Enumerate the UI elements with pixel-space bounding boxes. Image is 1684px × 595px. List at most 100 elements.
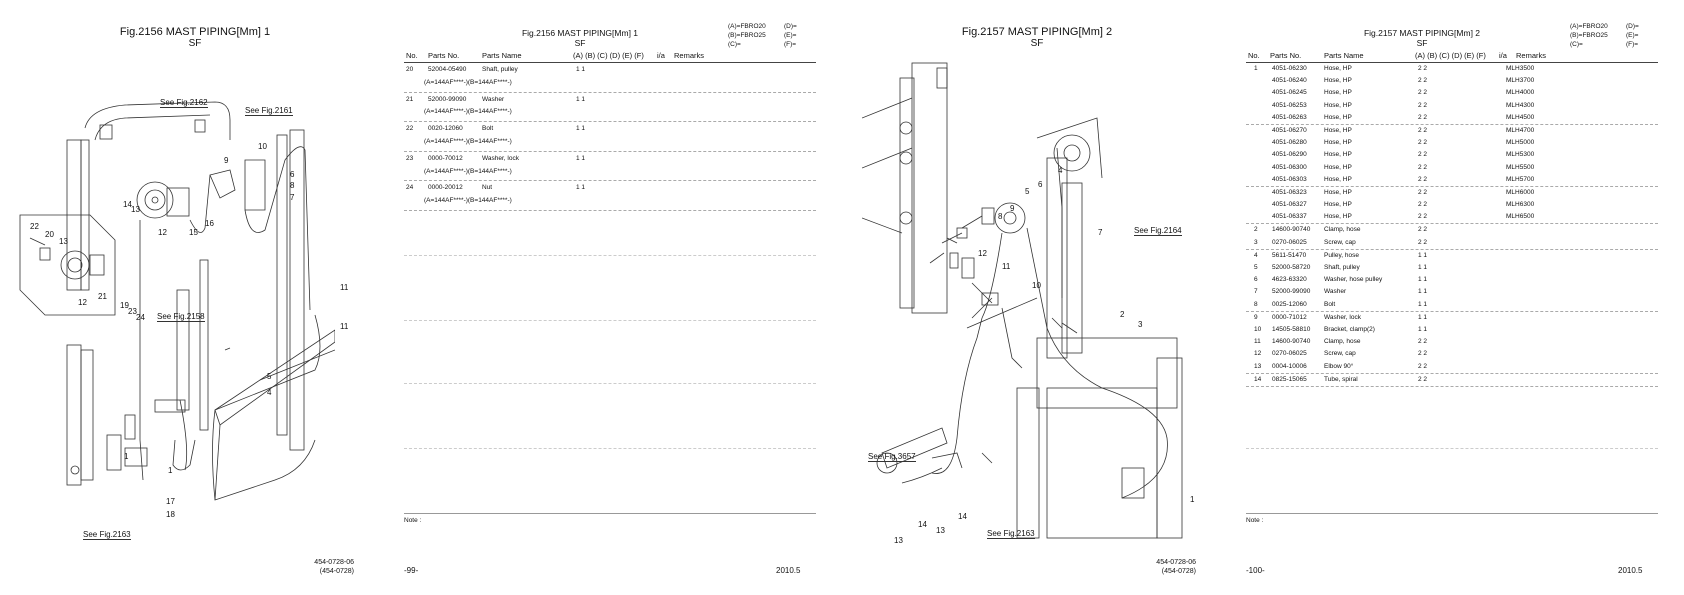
see-fig-2158[interactable]: See Fig.2158 <box>157 312 205 322</box>
figure-title: Fig.2157 MAST PIPING[Mm] 2 SF <box>902 26 1172 49</box>
page-number: -100- <box>1246 566 1265 575</box>
cell-qty: 2 2 <box>1418 188 1428 196</box>
callout-3: 3 <box>1138 320 1143 329</box>
legend-e: (E)= <box>784 32 797 39</box>
cell-no: 3 <box>1254 238 1258 246</box>
legend-c: (C)= <box>1570 41 1583 48</box>
callout-6: 6 <box>1038 180 1043 189</box>
callout-12b: 12 <box>78 298 87 307</box>
callout-23: 23 <box>128 307 137 316</box>
serial-range: (A=144AF****-)(B=144AF****-) <box>424 137 512 145</box>
col-no: No. <box>406 51 418 60</box>
cell-name: Pulley, hose <box>1324 251 1359 259</box>
mast-piping-1-drawing <box>19 101 335 501</box>
cell-qty: 2 2 <box>1418 201 1428 209</box>
parts-list-title-text: Fig.2156 MAST PIPING[Mm] 1 <box>521 28 639 38</box>
model-legend: (A)=FBRO20(D)= (B)=FBRO25(E)= (C)=(F)= <box>728 22 832 49</box>
serial-range: (A=144AF****-)(B=144AF****-) <box>424 167 512 175</box>
see-fig-2162[interactable]: See Fig.2162 <box>160 98 208 108</box>
cell-rem: MLH3700 <box>1506 77 1535 85</box>
cell-rem: MLH6500 <box>1506 213 1535 221</box>
cell-name: Hose, HP <box>1324 89 1352 97</box>
cell-pn: 0000-70012 <box>428 154 463 162</box>
cell-pn: 4051-06337 <box>1272 213 1307 221</box>
callout-14b: 14 <box>958 512 967 521</box>
cell-name: Washer, lock <box>482 154 519 162</box>
figure-title: Fig.2156 MAST PIPING[Mm] 1 SF <box>60 26 330 49</box>
serial-range-row: (A=144AF****-)(B=144AF****-) <box>404 168 816 182</box>
cell-rem: MLH5000 <box>1506 139 1535 147</box>
parts-table: No. Parts No. Parts Name (A) (B) (C) (D)… <box>1246 51 1658 387</box>
callout-12: 12 <box>978 249 987 258</box>
callout-8: 8 <box>998 212 1003 221</box>
callout-7: 7 <box>1098 228 1103 237</box>
callout-1: 1 <box>1190 495 1195 504</box>
callout-11: 11 <box>1002 262 1011 271</box>
callout-14: 14 <box>123 200 132 209</box>
document-number: 454-0728-06 (454-0728) <box>1132 558 1196 576</box>
cell-qty: 2 2 <box>1418 238 1428 246</box>
cell-pn: 0270-06025 <box>1272 350 1307 358</box>
col-parts-name: Parts Name <box>482 51 522 60</box>
callout-4: 4 <box>267 388 272 397</box>
cell-name: Clamp, hose <box>1324 226 1361 234</box>
cell-name: Hose, HP <box>1324 151 1352 159</box>
cell-name: Screw, cap <box>1324 238 1356 246</box>
see-fig-2163[interactable]: See Fig.2163 <box>987 529 1035 539</box>
see-fig-2164[interactable]: See Fig.2164 <box>1134 226 1182 236</box>
revision-date: 2010.5 <box>776 566 801 575</box>
cell-no: 5 <box>1254 264 1258 271</box>
legend-b: (B)=FBRO25 <box>728 32 766 39</box>
cell-qty: 2 2 <box>1418 89 1428 97</box>
cell-no: 14 <box>1254 375 1262 383</box>
cell-name: Shaft, pulley <box>482 66 518 73</box>
cell-qty: 1 1 <box>576 154 586 162</box>
parts-list-page-2156: Fig.2156 MAST PIPING[Mm] 1 SF (A)=FBRO20… <box>400 0 820 595</box>
see-fig-2161[interactable]: See Fig.2161 <box>245 106 293 116</box>
cell-qty: 1 1 <box>1418 300 1428 308</box>
cell-name: Hose, HP <box>1324 188 1352 196</box>
see-fig-2163[interactable]: See Fig.2163 <box>83 530 131 540</box>
cell-pn: 4051-06230 <box>1272 65 1307 72</box>
cell-pn: 0025-12060 <box>1272 300 1307 308</box>
cell-pn: 52000-99090 <box>1272 288 1311 296</box>
cell-pn: 4051-06253 <box>1272 101 1307 109</box>
cell-no: 20 <box>406 66 414 73</box>
see-fig-3657[interactable]: See Fig.3657 <box>868 452 916 462</box>
cell-no: 6 <box>1254 276 1258 284</box>
cell-qty: 1 1 <box>576 95 586 103</box>
cell-qty: 2 2 <box>1418 350 1428 358</box>
table-row: 23 0000-70012 Washer, lock 1 1 <box>404 152 816 168</box>
docnum-line-2: (454-0728) <box>1161 568 1196 575</box>
document-number: 454-0728-06 (454-0728) <box>290 558 354 576</box>
callout-11b: 11 <box>340 322 349 331</box>
parts-list-title: Fig.2157 MAST PIPING[Mm] 2 SF <box>1302 28 1542 48</box>
cell-name: Hose, HP <box>1324 101 1352 109</box>
cell-rem: MLH5300 <box>1506 151 1535 159</box>
cell-pn: 4051-06323 <box>1272 188 1307 196</box>
legend-c: (C)= <box>728 41 741 48</box>
cell-pn: 0004-10006 <box>1272 362 1307 370</box>
docnum-line-1: 454-0728-06 <box>1156 559 1196 566</box>
cell-qty: 2 2 <box>1418 113 1428 121</box>
cell-pn: 4623-63320 <box>1272 276 1307 284</box>
col-parts-no: Parts No. <box>428 51 460 60</box>
col-remarks: Remarks <box>1516 51 1547 60</box>
callout-12: 12 <box>158 228 167 237</box>
cell-no: 23 <box>406 154 414 162</box>
cell-name: Bolt <box>482 125 494 133</box>
model-legend: (A)=FBRO20(D)= (B)=FBRO25(E)= (C)=(F)= <box>1570 22 1674 49</box>
cell-qty: 1 1 <box>1418 251 1428 259</box>
drawing-page-2156: Fig.2156 MAST PIPING[Mm] 1 SF <box>0 0 390 595</box>
callout-13a: 13 <box>894 536 903 545</box>
cell-qty: 2 2 <box>1418 77 1428 85</box>
callout-19: 19 <box>120 301 129 310</box>
cell-no: 11 <box>1254 338 1261 346</box>
cell-qty: 1 1 <box>576 184 586 192</box>
